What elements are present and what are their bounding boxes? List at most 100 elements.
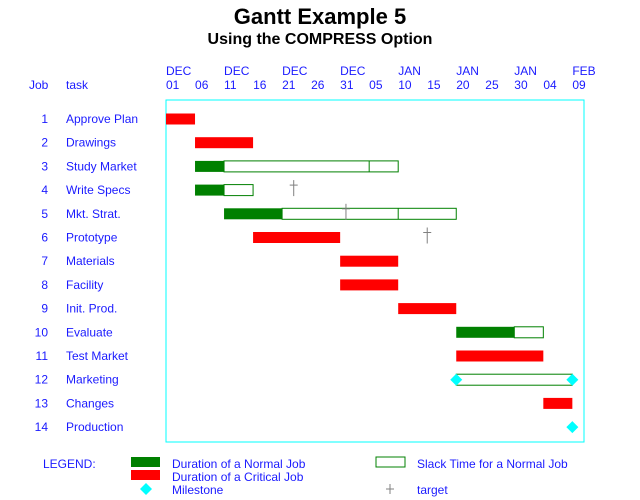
x-tick-day: 16 (253, 78, 267, 92)
legend-label: LEGEND: (43, 457, 96, 471)
task-name: Write Specs (66, 183, 130, 197)
task-row: 11 Test Market (36, 349, 544, 363)
task-row: 14 Production (35, 420, 579, 434)
slack-bar (513, 326, 544, 339)
task-name: Approve Plan (66, 112, 138, 126)
task-name: Init. Prod. (66, 302, 117, 316)
task-job-number: 14 (35, 420, 49, 434)
task-job-number: 6 (41, 231, 48, 245)
legend-normal-swatch (131, 457, 160, 467)
task-name: Mkt. Strat. (66, 207, 121, 221)
critical-duration-bar (253, 232, 341, 243)
x-tick-day: 26 (311, 78, 325, 92)
x-tick-day: 01 (166, 78, 180, 92)
critical-duration-bar (166, 113, 196, 125)
task-name: Facility (66, 278, 103, 292)
critical-duration-bar (195, 137, 254, 149)
task-name: Evaluate (66, 325, 113, 339)
plot-frame (165, 99, 585, 443)
task-row: 12 Marketing (35, 373, 579, 387)
target-marker (423, 227, 432, 244)
x-tick-month: DEC (282, 64, 308, 78)
slack-bar (223, 160, 399, 173)
task-row: 8 Facility (41, 278, 399, 292)
task-job-number: 10 (35, 325, 49, 339)
x-tick-day: 20 (456, 78, 470, 92)
x-tick-day: 31 (340, 78, 354, 92)
critical-duration-bar (543, 397, 573, 409)
legend-target-label: target (417, 483, 448, 497)
critical-duration-bar (340, 279, 399, 291)
x-tick-month: DEC (340, 64, 366, 78)
normal-duration-bar (224, 208, 283, 220)
legend-critical-swatch (131, 470, 160, 480)
x-tick-day: 09 (572, 78, 586, 92)
task-name: Prototype (66, 231, 118, 245)
task-row: 10 Evaluate (35, 325, 544, 339)
x-tick-day: 15 (427, 78, 441, 92)
x-tick-month: DEC (224, 64, 250, 78)
critical-duration-bar (340, 255, 399, 267)
legend-slack-label: Slack Time for a Normal Job (417, 457, 568, 471)
task-name: Test Market (66, 349, 129, 363)
x-tick-month: JAN (456, 64, 479, 78)
chart-subtitle: Using the COMPRESS Option (208, 31, 433, 48)
x-tick-day: 21 (282, 78, 296, 92)
task-job-number: 8 (41, 278, 48, 292)
slack-bar (455, 373, 573, 386)
legend-target-marker (386, 484, 394, 494)
slack-bar (281, 207, 457, 220)
task-row: 2 Drawings (41, 136, 254, 150)
task-row: 9 Init. Prod. (41, 302, 457, 316)
normal-duration-bar (195, 184, 225, 196)
x-tick-month: JAN (398, 64, 421, 78)
task-name: Drawings (66, 136, 116, 150)
task-row: 13 Changes (35, 396, 573, 410)
task-job-number: 11 (36, 349, 49, 363)
legend-milestone-label: Milestone (172, 483, 224, 497)
x-tick-day: 04 (543, 78, 557, 92)
x-tick-day: 10 (398, 78, 412, 92)
task-job-number: 1 (41, 112, 48, 126)
x-tick-day: 30 (514, 78, 528, 92)
milestone-diamond (566, 421, 579, 434)
task-name: Materials (66, 254, 115, 268)
task-row: 6 Prototype (41, 227, 432, 245)
job-column-header: Job (29, 78, 49, 92)
task-job-number: 2 (41, 136, 48, 150)
legend-milestone-diamond (140, 483, 152, 495)
task-job-number: 12 (35, 373, 49, 387)
task-job-number: 7 (41, 254, 48, 268)
task-job-number: 3 (41, 159, 48, 173)
x-tick-month: DEC (166, 64, 192, 78)
critical-duration-bar (398, 303, 457, 315)
legend-normal-label: Duration of a Normal Job (172, 457, 306, 471)
x-tick-month: FEB (572, 64, 595, 78)
task-name: Marketing (66, 373, 119, 387)
normal-duration-bar (456, 326, 515, 338)
task-name: Production (66, 420, 123, 434)
task-row: 3 Study Market (41, 159, 399, 173)
task-job-number: 9 (41, 302, 48, 316)
normal-duration-bar (195, 160, 225, 172)
task-job-number: 5 (41, 207, 48, 221)
critical-duration-bar (456, 350, 544, 362)
x-tick-day: 05 (369, 78, 383, 92)
legend-slack-swatch (375, 456, 406, 468)
target-marker (341, 203, 350, 220)
task-name: Study Market (66, 159, 137, 173)
task-name: Changes (66, 396, 114, 410)
task-row: 1 Approve Plan (41, 112, 196, 126)
task-column-header: task (66, 78, 89, 92)
milestone-diamond (450, 373, 463, 386)
task-row: 7 Materials (41, 254, 399, 268)
legend-critical-label: Duration of a Critical Job (172, 470, 304, 484)
task-row: 4 Write Specs (41, 180, 298, 197)
target-marker (289, 180, 298, 197)
chart-title: Gantt Example 5 (234, 4, 406, 29)
task-job-number: 4 (41, 183, 48, 197)
milestone-diamond (566, 373, 579, 386)
slack-bar (223, 184, 254, 197)
task-job-number: 13 (35, 396, 49, 410)
